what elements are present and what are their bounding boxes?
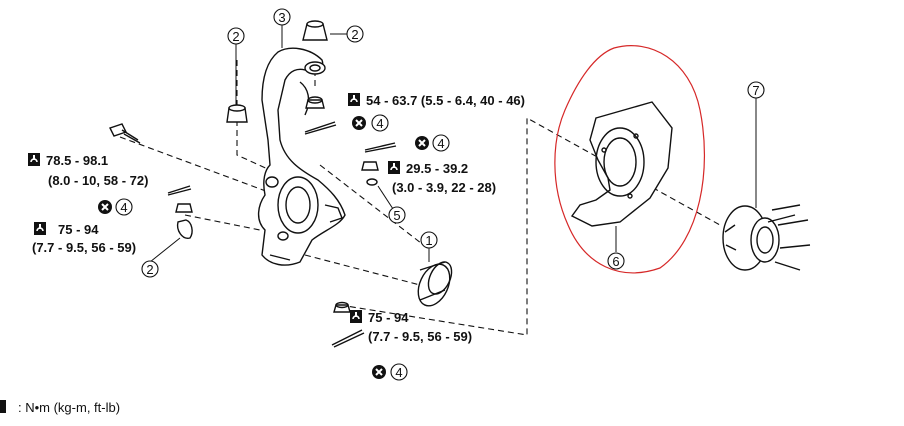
callout-1: 1 — [420, 231, 438, 262]
stud-nut-washer — [361, 161, 396, 213]
do-not-reuse-icon — [414, 135, 430, 151]
svg-text:2: 2 — [232, 29, 239, 44]
svg-text:2: 2 — [146, 262, 153, 277]
svg-text:1: 1 — [425, 233, 432, 248]
callout-7: 7 — [747, 81, 765, 99]
cotter-pins — [167, 121, 397, 348]
callout-2-top-right: 2 — [330, 25, 364, 43]
seal — [417, 261, 453, 307]
upper-nut — [305, 96, 325, 109]
knuckle-bolt — [109, 123, 141, 144]
steering-knuckle — [257, 47, 346, 266]
svg-text:6: 6 — [612, 254, 619, 269]
torque-wrench-icon — [33, 221, 47, 236]
svg-text:4: 4 — [120, 200, 127, 215]
torque-wrench-icon — [27, 152, 41, 167]
svg-text:4: 4 — [437, 136, 444, 151]
callout-4-c: 4 — [115, 198, 133, 216]
svg-text:3: 3 — [278, 10, 285, 25]
callout-3: 3 — [273, 8, 291, 48]
svg-text:: N•m (kg-m, ft-lb): : N•m (kg-m, ft-lb) — [18, 400, 120, 415]
torque-wrench-icon — [0, 400, 6, 413]
do-not-reuse-icon — [371, 364, 387, 380]
svg-text:(7.7 - 9.5, 56 - 59): (7.7 - 9.5, 56 - 59) — [368, 329, 472, 344]
torque-wrench-icon — [347, 92, 361, 107]
callout-4-d: 4 — [390, 363, 408, 381]
left-dust-boot — [226, 104, 248, 123]
assembly-lines — [119, 60, 721, 336]
hub-bearing — [722, 98, 811, 271]
callout-4-b: 4 — [432, 134, 450, 152]
svg-text:29.5 - 39.2: 29.5 - 39.2 — [406, 161, 468, 176]
torque-spec-3: 29.5 - 39.2 (3.0 - 3.9, 22 - 28) — [387, 160, 496, 195]
svg-text:4: 4 — [376, 116, 383, 131]
highlight-outline — [554, 45, 705, 274]
callout-2-bottom-left: 2 — [141, 260, 159, 278]
torque-spec-2: 78.5 - 98.1 (8.0 - 10, 58 - 72) — [27, 152, 148, 188]
callout-2-top-left: 2 — [227, 27, 245, 105]
svg-text:2: 2 — [351, 27, 358, 42]
bottom-nut — [333, 301, 351, 313]
lower-ball-joint — [149, 203, 193, 263]
torque-spec-1: 54 - 63.7 (5.5 - 6.4, 40 - 46) — [347, 92, 525, 108]
splash-guard — [570, 101, 673, 252]
torque-wrench-icon — [387, 160, 401, 175]
callout-6: 6 — [607, 252, 625, 270]
callout-5: 5 — [388, 206, 406, 224]
svg-text:4: 4 — [395, 365, 402, 380]
svg-text:(3.0 - 3.9, 22 - 28): (3.0 - 3.9, 22 - 28) — [392, 180, 496, 195]
svg-text:78.5 - 98.1: 78.5 - 98.1 — [46, 153, 108, 168]
torque-spec-4: 75 - 94 (7.7 - 9.5, 56 - 59) — [32, 221, 136, 255]
svg-text:54 - 63.7 (5.5 - 6.4, 40 - 46): 54 - 63.7 (5.5 - 6.4, 40 - 46) — [366, 93, 525, 108]
torque-spec-5: 75 - 94 (7.7 - 9.5, 56 - 59) — [349, 309, 472, 344]
do-not-reuse-icon — [97, 199, 113, 215]
do-not-reuse-icon — [351, 115, 367, 131]
svg-text:(8.0 - 10, 58 - 72): (8.0 - 10, 58 - 72) — [48, 173, 148, 188]
callout-4-a: 4 — [371, 114, 389, 132]
units-legend: : N•m (kg-m, ft-lb) — [0, 400, 120, 415]
svg-text:75 - 94: 75 - 94 — [368, 310, 409, 325]
svg-text:5: 5 — [393, 208, 400, 223]
svg-text:7: 7 — [752, 83, 759, 98]
torque-wrench-icon — [349, 309, 363, 324]
upper-dust-boot — [302, 20, 328, 75]
svg-text:75 - 94: 75 - 94 — [58, 222, 99, 237]
svg-text:(7.7 - 9.5, 56 - 59): (7.7 - 9.5, 56 - 59) — [32, 240, 136, 255]
